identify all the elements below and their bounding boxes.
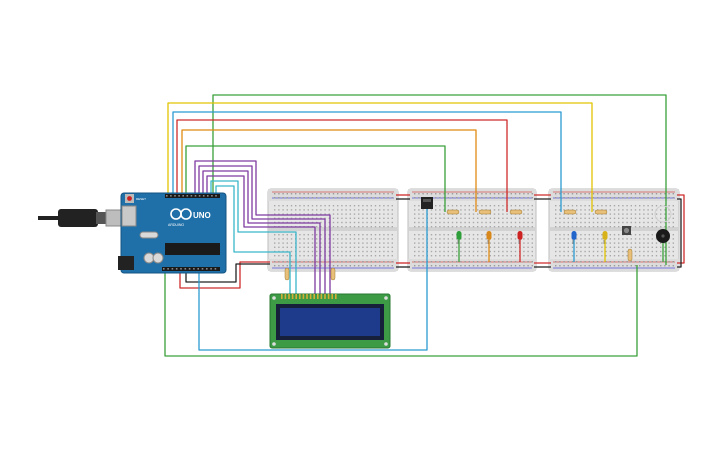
led-group	[456, 231, 608, 244]
led-4[interactable]	[571, 231, 577, 244]
board-sub-text: ARDUINO	[168, 223, 184, 227]
wire-purple-4[interactable]	[206, 175, 316, 294]
resistor-1	[446, 209, 460, 215]
wire-cyan-2[interactable]	[215, 185, 291, 294]
wire-black[interactable]	[185, 263, 270, 283]
led-3[interactable]	[517, 231, 523, 244]
breadboard-1[interactable]	[267, 188, 399, 272]
wire-rail-right-black[interactable]	[677, 198, 682, 268]
resistor-2	[478, 209, 492, 215]
usb-cable-icon	[38, 209, 129, 227]
ic-chip-icon[interactable]	[421, 197, 433, 209]
resistor-5	[594, 209, 608, 215]
resistor-6	[627, 248, 633, 262]
wire-orange[interactable]	[181, 129, 477, 212]
resistor-3	[509, 209, 523, 215]
resistor-4	[563, 209, 577, 215]
wire-blue-1[interactable]	[172, 111, 562, 212]
pushbutton-icon[interactable]	[622, 226, 631, 235]
wire-red-1[interactable]	[176, 119, 508, 212]
wire-green-bottom[interactable]	[164, 265, 638, 357]
resistor-lcd-2	[330, 267, 336, 281]
led-2[interactable]	[486, 231, 492, 244]
resistors	[284, 209, 633, 281]
lcd-display[interactable]	[269, 293, 391, 349]
resistor-lcd-1	[284, 267, 290, 281]
wire-yellow[interactable]	[167, 102, 593, 212]
breadboard-holes	[274, 193, 674, 267]
led-5[interactable]	[602, 231, 608, 244]
lcd-screen	[280, 308, 380, 336]
arduino-board[interactable]: UNO ARDUINO RESET	[118, 192, 227, 274]
wire-red-2[interactable]	[179, 261, 270, 289]
buzzer-outline	[654, 205, 672, 223]
wire-purple-1[interactable]	[194, 160, 331, 294]
board-brand-text: UNO	[193, 211, 211, 220]
wire-green-2[interactable]	[185, 145, 446, 212]
led-1[interactable]	[456, 231, 462, 244]
lcd-pins	[281, 294, 337, 299]
wire-cyan-1[interactable]	[210, 180, 297, 294]
reset-label: RESET	[136, 197, 146, 201]
buzzer-icon[interactable]	[656, 229, 670, 243]
arduino-pins	[163, 195, 217, 270]
wire-purple-3[interactable]	[202, 170, 321, 294]
wire-blue-lcd[interactable]	[198, 209, 428, 351]
wire-purple-2[interactable]	[198, 165, 326, 294]
